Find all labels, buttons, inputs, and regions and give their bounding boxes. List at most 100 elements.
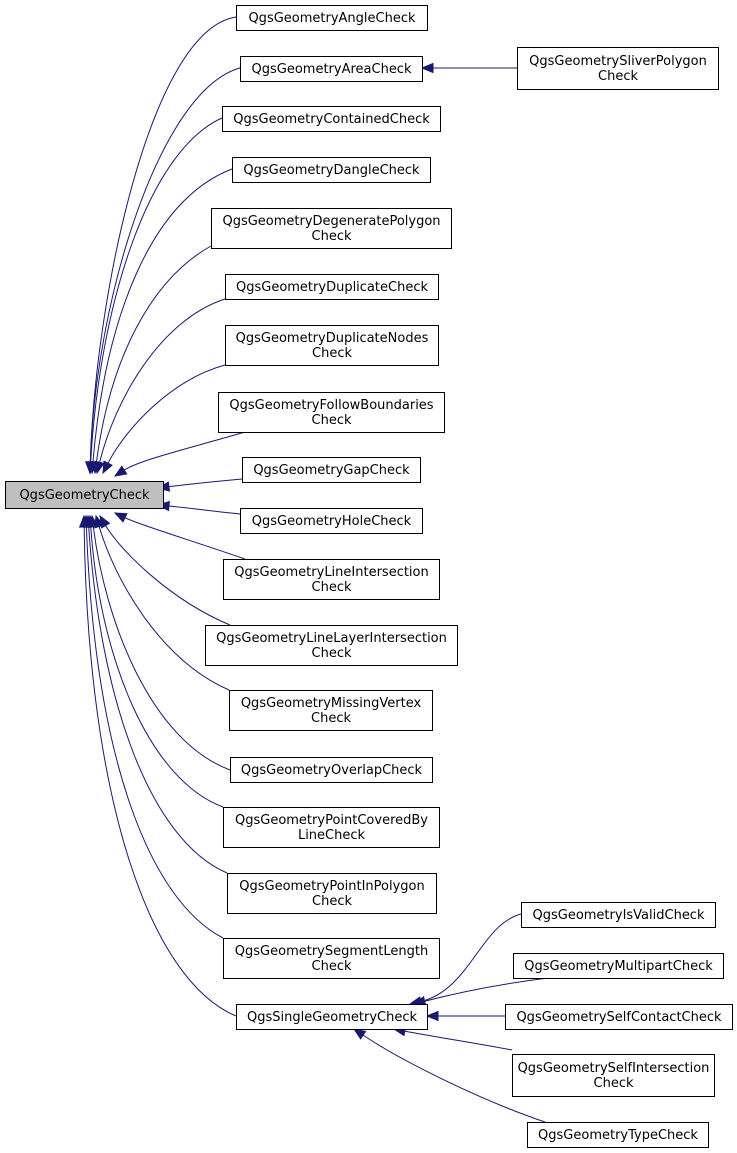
edge-multipart-to-single (412, 977, 549, 1007)
class-node-root[interactable]: QgsGeometryCheck (5, 481, 164, 509)
class-node-contained[interactable]: QgsGeometryContainedCheck (222, 106, 441, 132)
class-node-dangle[interactable]: QgsGeometryDangleCheck (232, 157, 431, 183)
edge-line (123, 431, 246, 471)
class-label-line: QgsGeometryIsValidCheck (532, 908, 704, 923)
class-label-line: Check (312, 894, 352, 909)
class-label-line: Check (312, 646, 352, 661)
class-box (240, 56, 423, 82)
arrowhead (425, 1010, 439, 1022)
class-label-line: QgsGeometryDuplicateCheck (236, 280, 428, 295)
class-box (211, 208, 452, 249)
class-label-line: QgsGeometryHoleCheck (252, 514, 412, 529)
arrowhead (94, 460, 105, 475)
class-node-angle[interactable]: QgsGeometryAngleCheck (236, 5, 428, 31)
class-node-isvalid[interactable]: QgsGeometryIsValidCheck (521, 902, 716, 928)
class-box (225, 274, 439, 300)
class-box (223, 807, 440, 848)
class-label-line: Check (312, 413, 352, 428)
class-label-line: QgsGeometrySegmentLength (235, 944, 428, 959)
edge-selfint-to-single (392, 1026, 513, 1051)
class-box (240, 508, 423, 534)
class-box (527, 1122, 709, 1148)
class-label-line: QgsGeometryDangleCheck (243, 163, 420, 178)
edge-line (105, 525, 231, 626)
edge-pointinpoly-to-root (83, 514, 228, 874)
edge-line (89, 67, 241, 463)
edge-degenerate-to-root (91, 245, 212, 475)
arrowhead (78, 514, 90, 528)
class-box (232, 157, 431, 183)
class-box (225, 325, 439, 366)
edge-gap-to-root (156, 478, 243, 492)
class-box (227, 873, 437, 914)
class-label-line: QgsGeometryMissingVertex (241, 696, 422, 711)
class-label-line: QgsGeometryTypeCheck (538, 1128, 698, 1143)
class-box (512, 1054, 715, 1097)
class-box (229, 690, 433, 731)
class-label-line: QgsSingleGeometryCheck (247, 1010, 418, 1025)
edge-line (107, 364, 226, 464)
class-label-line: QgsGeometryPointInPolygon (239, 879, 425, 894)
edge-contained-to-root (85, 117, 223, 475)
class-node-duplicate[interactable]: QgsGeometryDuplicateCheck (225, 274, 439, 300)
edge-line (124, 517, 246, 560)
class-label-line: QgsGeometrySelfContactCheck (516, 1010, 722, 1025)
class-label-line: Check (312, 229, 352, 244)
class-label-line: QgsGeometryOverlapCheck (241, 763, 423, 778)
class-label-line: LineCheck (298, 828, 366, 843)
edge-line (98, 526, 230, 691)
edge-single-to-root (78, 514, 237, 1017)
edge-line (90, 117, 223, 463)
class-label-line: Check (311, 711, 351, 726)
class-node-overlap[interactable]: QgsGeometryOverlapCheck (230, 757, 433, 783)
class-label-line: QgsGeometryLineLayerIntersection (216, 631, 447, 646)
class-node-hole[interactable]: QgsGeometryHoleCheck (240, 508, 423, 534)
edge-line (404, 1030, 513, 1051)
nodes: QgsGeometryCheck QgsGeometryAngleCheckQgs… (5, 5, 733, 1148)
edge-lineint-to-root (113, 512, 246, 560)
class-node-gap[interactable]: QgsGeometryGapCheck (242, 457, 421, 483)
edge-hole-to-root (156, 500, 241, 515)
class-node-multipart[interactable]: QgsGeometryMultipartCheck (513, 953, 724, 979)
class-label-line: Check (598, 69, 638, 84)
class-box (222, 106, 441, 132)
edge-line (168, 505, 241, 515)
edge-type-to-single (352, 1028, 546, 1123)
class-label-line: QgsGeometryPointCoveredBy (235, 813, 428, 828)
class-node-area[interactable]: QgsGeometryAreaCheck (240, 56, 423, 82)
class-node-single[interactable]: QgsSingleGeometryCheck (236, 1004, 428, 1030)
edge-duplicate-to-root (94, 298, 226, 475)
edge-line (88, 526, 228, 874)
class-label-line: QgsGeometrySliverPolygon (529, 54, 707, 69)
class-box (223, 938, 440, 979)
class-node-selfcontact[interactable]: QgsGeometrySelfContactCheck (505, 1004, 733, 1030)
class-label-line: QgsGeometryLineIntersection (234, 565, 429, 580)
class-label-line: QgsGeometrySelfIntersection (518, 1061, 710, 1076)
class-box (223, 559, 440, 600)
edges (78, 16, 549, 1123)
edge-line (83, 526, 237, 1017)
class-node-type[interactable]: QgsGeometryTypeCheck (527, 1122, 709, 1148)
class-label-line: Check (312, 580, 352, 595)
class-label-line: QgsGeometryDegeneratePolygon (222, 214, 440, 229)
class-label-line: QgsGeometryFollowBoundaries (229, 398, 433, 413)
class-label-line: Check (594, 1076, 634, 1091)
class-label-line: Check (312, 346, 352, 361)
edge-line (90, 526, 224, 808)
edge-line (424, 977, 549, 1002)
edge-selfcontact-to-single (425, 1010, 505, 1022)
edge-line (420, 913, 522, 1002)
edge-dupnodes-to-root (102, 364, 226, 475)
